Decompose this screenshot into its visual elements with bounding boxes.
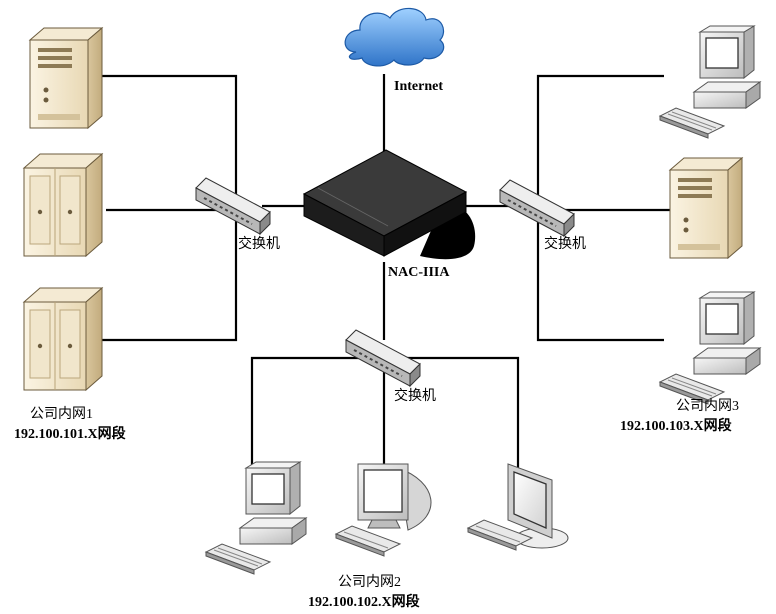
segment-3-range: 192.100.103.X网段 <box>620 417 732 434</box>
server-tower-icon <box>669 157 743 259</box>
crt-monitor-icon <box>334 463 432 557</box>
segment-2-range: 192.100.102.X网段 <box>308 593 420 610</box>
server-tower-icon <box>23 153 103 257</box>
network-switch-icon <box>345 329 421 388</box>
network-switch-icon <box>195 177 271 236</box>
gateway-label: NAC-IIIA <box>388 265 450 280</box>
internet-label: Internet <box>394 79 443 94</box>
segment-1-name: 公司内网1 <box>30 406 93 422</box>
server-tower-icon <box>23 287 103 391</box>
network-appliance-icon <box>302 149 476 260</box>
connection-lines <box>100 74 670 470</box>
segment-3-name: 公司内网3 <box>676 398 739 414</box>
cloud-icon <box>344 7 445 67</box>
switch-right-label: 交换机 <box>544 235 586 252</box>
switch-left-label: 交换机 <box>238 235 280 252</box>
segment-2-name: 公司内网2 <box>338 574 401 590</box>
server-tower-icon <box>29 27 103 129</box>
desktop-computer-icon <box>659 291 761 405</box>
desktop-computer-icon <box>205 461 307 575</box>
lcd-monitor-icon <box>466 463 569 551</box>
switch-bottom-label: 交换机 <box>394 387 436 404</box>
segment-1-range: 192.100.101.X网段 <box>14 425 126 442</box>
network-switch-icon <box>499 179 575 238</box>
desktop-computer-icon <box>659 25 761 139</box>
